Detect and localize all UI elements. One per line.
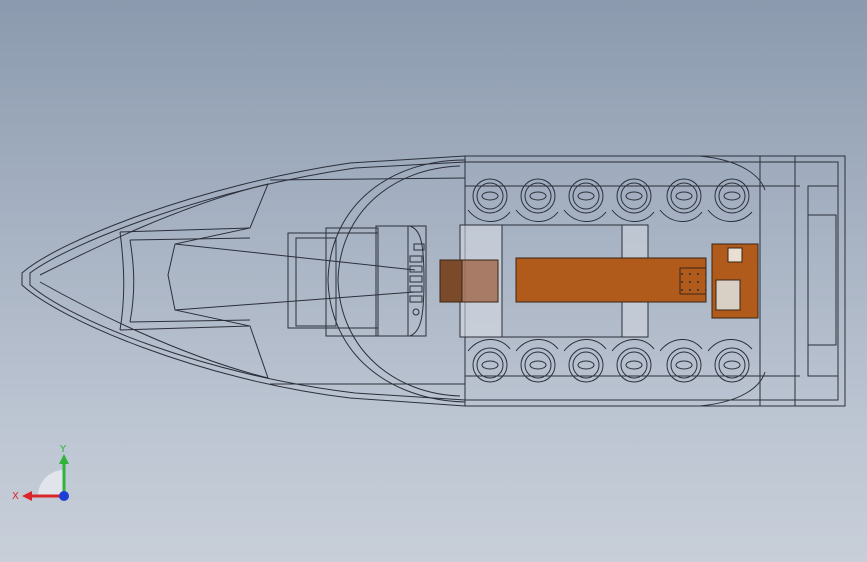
cooktop-grid: [680, 268, 706, 294]
z-axis-dot: [59, 491, 69, 501]
x-axis-head: [22, 491, 32, 501]
x-axis-label: X: [12, 491, 19, 502]
y-axis-head: [59, 454, 69, 464]
triad-plane: [38, 470, 64, 496]
axis-triad: Y X: [12, 444, 69, 502]
helm-controls: [409, 243, 425, 316]
seat-row-bottom: [467, 339, 753, 383]
seat-row-top: [467, 178, 753, 222]
y-axis-label: Y: [59, 444, 67, 455]
